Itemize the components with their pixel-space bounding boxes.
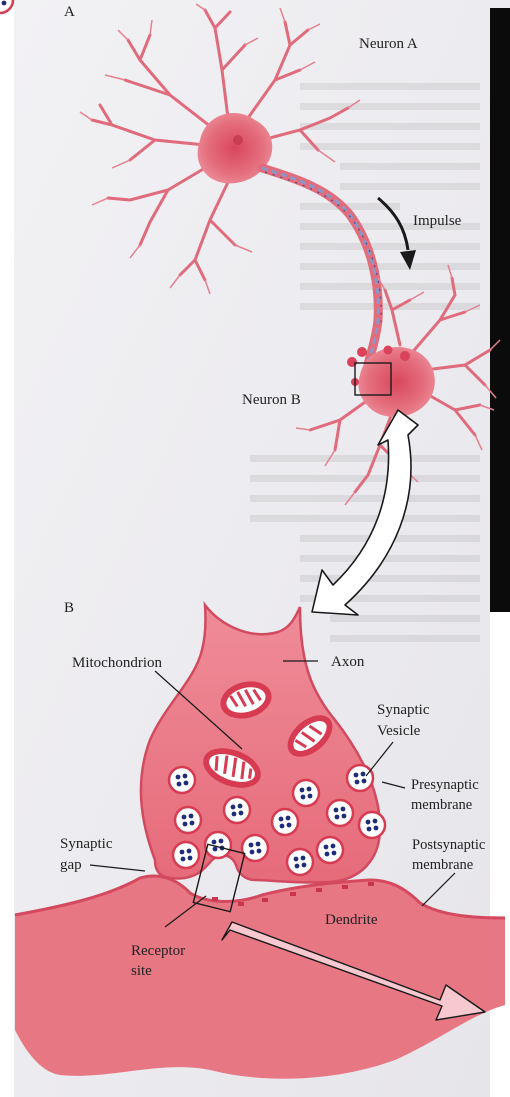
label-mitochondrion: Mitochondrion (72, 655, 162, 671)
neuron-a-nucleus (233, 135, 243, 145)
label-synaptic-gap-line2: gap (60, 857, 82, 873)
label-presynaptic-line1: Presynaptic (411, 777, 479, 793)
label-receptor-line2: site (131, 963, 152, 979)
label-neuron-b: Neuron B (242, 392, 301, 408)
label-postsynaptic-line2: membrane (412, 857, 473, 873)
dark-edge-band (490, 8, 510, 612)
label-postsynaptic-line1: Postsynaptic (412, 837, 485, 853)
panel-a-letter: A (64, 4, 75, 20)
label-synaptic-vesicle-line1: Synaptic (377, 702, 430, 718)
panel-b-letter: B (64, 600, 74, 616)
label-axon: Axon (331, 654, 365, 670)
label-receptor-line1: Receptor (131, 943, 185, 959)
label-dendrite: Dendrite (325, 912, 378, 928)
left-margin (0, 0, 14, 1097)
label-synaptic-vesicle-line2: Vesicle (377, 723, 421, 739)
label-presynaptic-line2: membrane (411, 797, 472, 813)
label-neuron-a: Neuron A (359, 36, 418, 52)
label-synaptic-gap-line1: Synaptic (60, 836, 113, 852)
right-margin (490, 612, 510, 1097)
label-impulse: Impulse (413, 213, 462, 229)
neuron-b-soma (359, 347, 435, 417)
